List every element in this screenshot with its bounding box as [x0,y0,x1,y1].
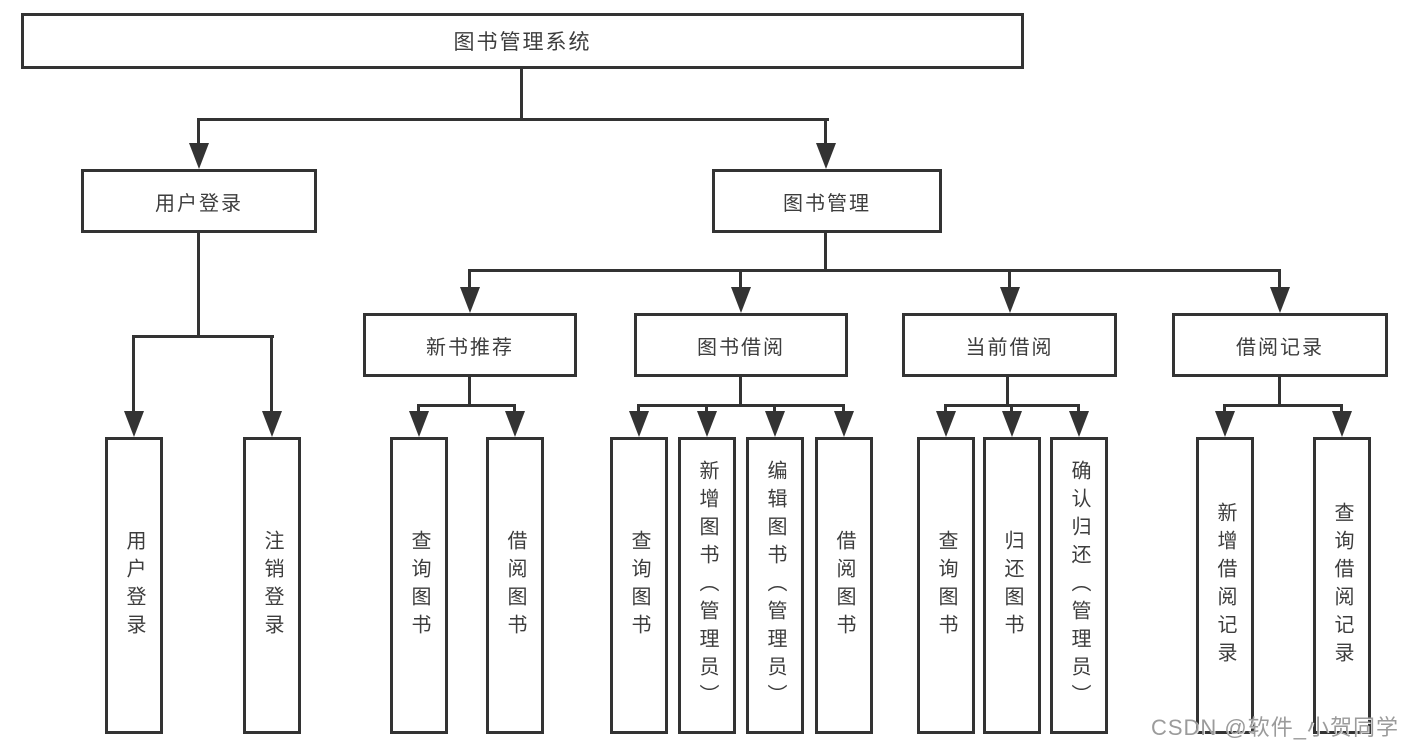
leaf-logout: 注销登录 [243,437,301,734]
connector-line [1223,404,1343,407]
node-current-borrowing: 当前借阅 [902,313,1117,377]
leaf-query-books-current: 查询图书 [917,437,975,734]
node-borrowing-records: 借阅记录 [1172,313,1388,377]
node-current-borrowing-label: 当前借阅 [965,336,1054,359]
connector-line [944,404,947,417]
connector-line [842,404,845,417]
connector-line [1006,377,1009,406]
leaf-borrow-books-borrowing-label: 借阅图书 [833,529,855,642]
node-book-borrowing: 图书借阅 [634,313,848,377]
connector-line [270,335,273,417]
leaf-query-books-borrowing-label: 查询图书 [628,529,650,642]
leaf-query-books-current-label: 查询图书 [935,529,957,642]
node-library-system: 图书管理系统 [21,13,1024,69]
leaf-borrow-books-borrowing: 借阅图书 [815,437,873,734]
node-new-book-recommend-label: 新书推荐 [426,336,514,359]
node-book-management: 图书管理 [712,169,942,233]
arrow-head-icon [1069,411,1089,437]
arrow-head-icon [1270,287,1290,313]
node-borrowing-records-label: 借阅记录 [1236,336,1324,359]
arrow-head-icon [505,411,525,437]
connector-line [132,335,135,417]
leaf-query-books-recommend-label: 查询图书 [408,529,430,642]
node-user-login-label: 用户登录 [155,192,243,215]
connector-line [705,404,708,417]
node-new-book-recommend: 新书推荐 [363,313,577,377]
connector-line [197,118,829,121]
leaf-query-borrow-record-label: 查询借阅记录 [1331,501,1353,670]
leaf-return-books: 归还图书 [983,437,1041,734]
leaf-borrow-books-recommend-label: 借阅图书 [504,529,526,642]
arrow-head-icon [124,411,144,437]
arrow-head-icon [936,411,956,437]
connector-line [417,404,516,407]
arrow-head-icon [816,143,836,169]
arrow-head-icon [1332,411,1352,437]
connector-line [417,404,420,417]
leaf-query-borrow-record: 查询借阅记录 [1313,437,1371,734]
arrow-head-icon [697,411,717,437]
arrow-head-icon [1215,411,1235,437]
arrow-head-icon [460,287,480,313]
arrow-head-icon [1000,287,1020,313]
connector-line [468,269,1281,272]
node-book-borrowing-label: 图书借阅 [697,336,785,359]
connector-line [773,404,776,417]
csdn-watermark: CSDN @软件_小贺同学 [1150,715,1399,740]
arrow-head-icon [189,143,209,169]
node-user-login: 用户登录 [81,169,317,233]
leaf-query-books-recommend: 查询图书 [390,437,448,734]
connector-line [1077,404,1080,417]
arrow-head-icon [834,411,854,437]
leaf-confirm-return-admin-label: 确认归还（管理员） [1068,459,1090,712]
leaf-add-book-admin: 新增图书（管理员） [678,437,736,734]
arrow-head-icon [409,411,429,437]
connector-line [520,69,523,120]
connector-line [739,377,742,406]
connector-line [197,118,200,149]
connector-line [637,404,640,417]
connector-line [468,377,471,406]
connector-line [468,269,471,293]
connector-line [637,404,845,407]
leaf-edit-book-admin: 编辑图书（管理员） [746,437,804,734]
leaf-add-borrow-record-label: 新增借阅记录 [1214,501,1236,670]
connector-line [1223,404,1226,417]
connector-line [739,269,742,293]
connector-line [1008,269,1011,293]
connector-line [824,118,827,149]
node-book-management-label: 图书管理 [783,192,871,215]
leaf-return-books-label: 归还图书 [1001,529,1023,642]
connector-line [1278,269,1281,293]
arrow-head-icon [731,287,751,313]
leaf-query-books-borrowing: 查询图书 [610,437,668,734]
leaf-user-login-label: 用户登录 [123,529,145,642]
connector-line [824,233,827,270]
leaf-add-borrow-record: 新增借阅记录 [1196,437,1254,734]
node-library-system-label: 图书管理系统 [453,31,592,54]
connector-line [513,404,516,417]
leaf-confirm-return-admin: 确认归还（管理员） [1050,437,1108,734]
leaf-add-book-admin-label: 新增图书（管理员） [696,459,718,712]
arrow-head-icon [629,411,649,437]
connector-line [197,233,200,336]
connector-line [1278,377,1281,406]
connector-line [132,335,274,338]
leaf-logout-label: 注销登录 [261,529,283,642]
connector-line [1340,404,1343,417]
connector-line [1010,404,1013,417]
arrow-head-icon [1002,411,1022,437]
leaf-borrow-books-recommend: 借阅图书 [486,437,544,734]
arrow-head-icon [262,411,282,437]
leaf-user-login: 用户登录 [105,437,163,734]
arrow-head-icon [765,411,785,437]
leaf-edit-book-admin-label: 编辑图书（管理员） [764,459,786,712]
